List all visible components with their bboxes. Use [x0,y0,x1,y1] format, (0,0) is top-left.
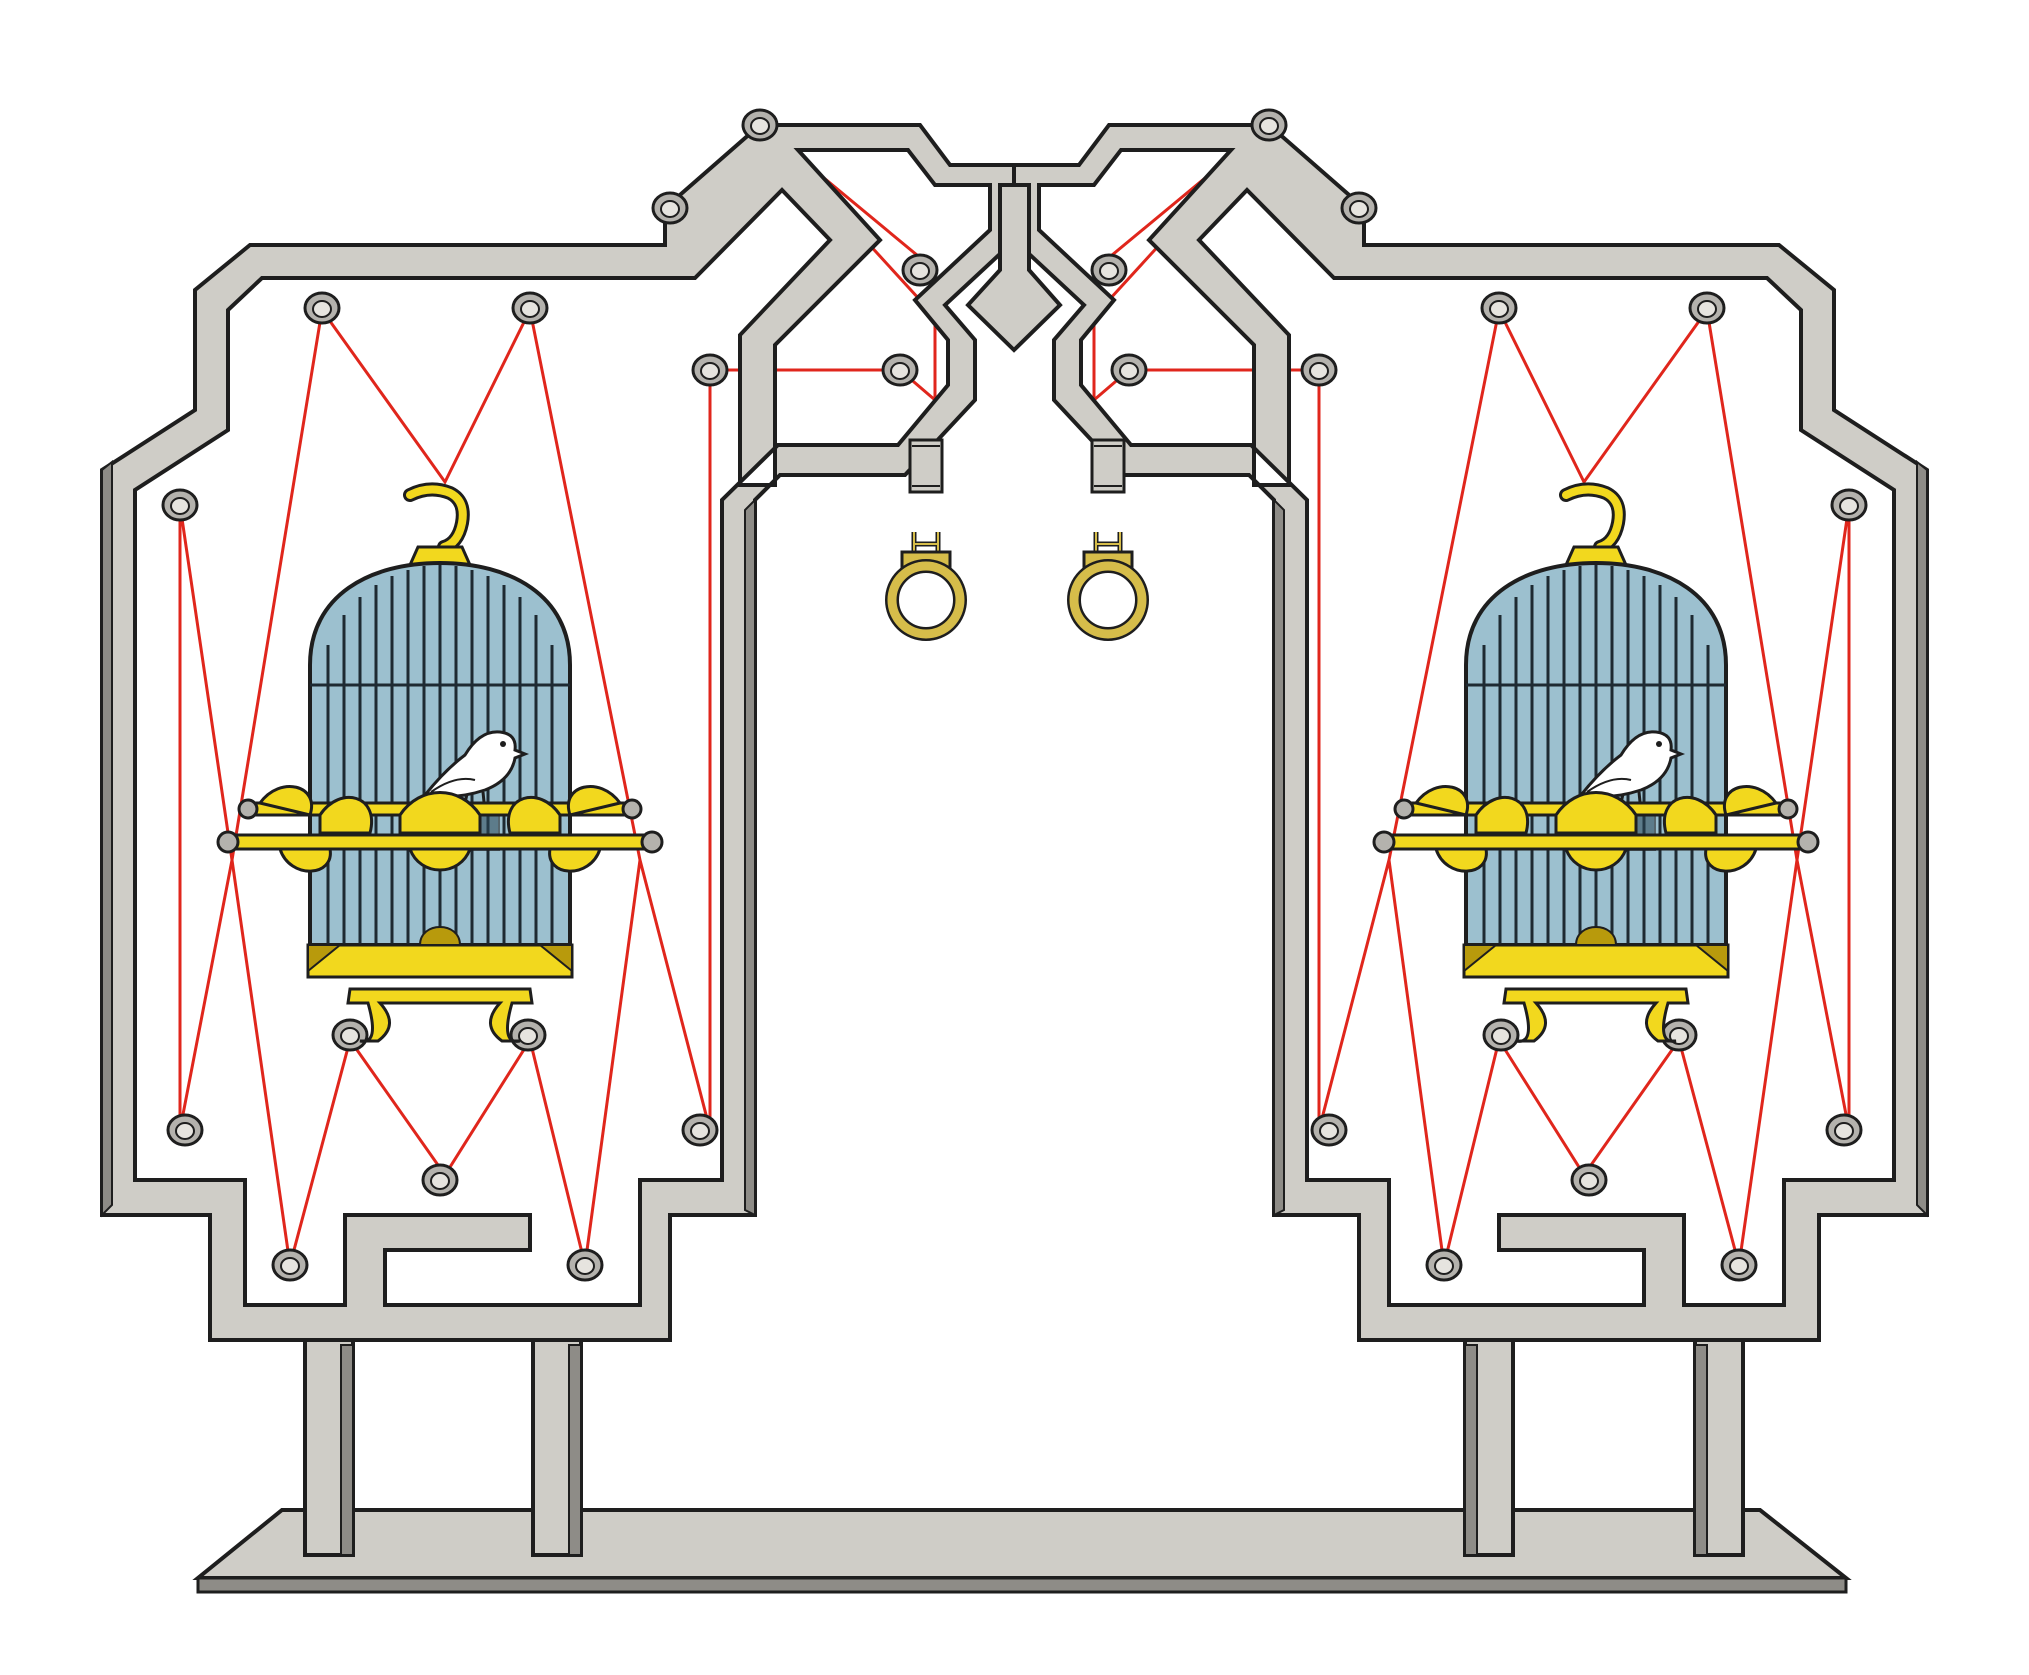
base-plinth [192,1508,1852,1580]
frame-structure [100,123,1929,1594]
left-birdcage [218,489,662,1041]
pulley-cords [178,123,1851,1266]
